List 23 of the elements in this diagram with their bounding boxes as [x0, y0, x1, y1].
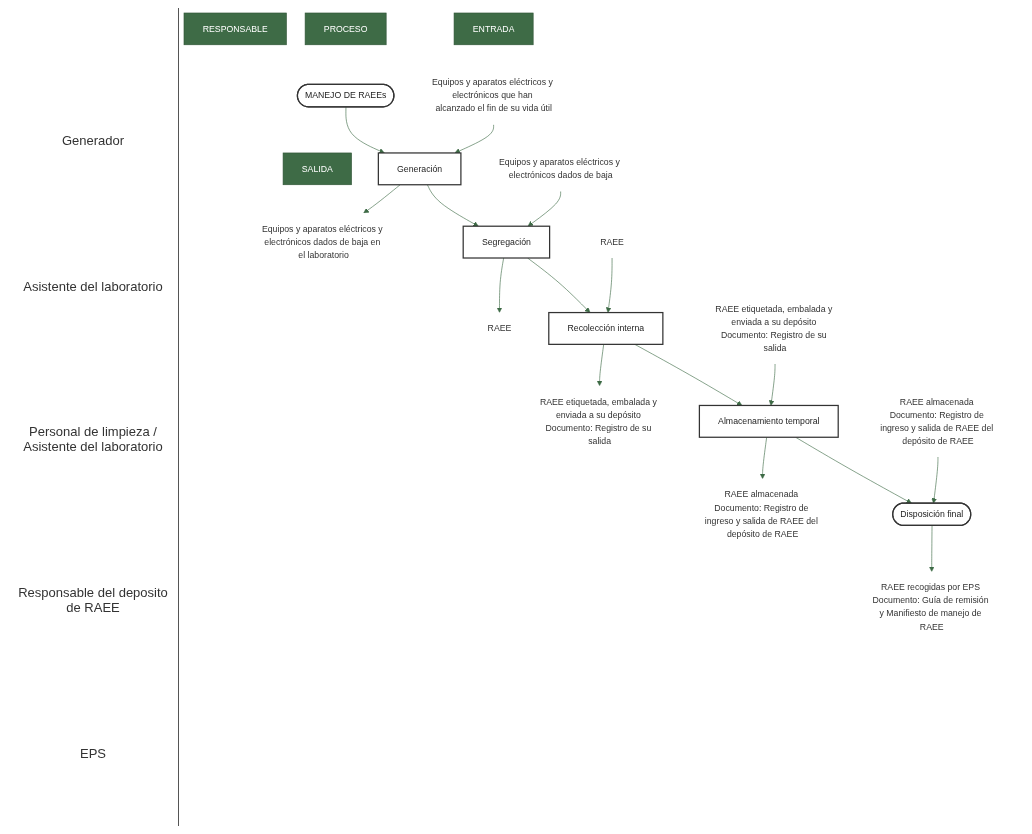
node-text: Equipos y aparatos eléctricos y electrónicos dados de baja	[499, 157, 620, 181]
node-box: ENTRADA	[453, 12, 534, 46]
node-box: Segregación	[462, 225, 551, 259]
node-box: Almacenamiento temporal	[698, 404, 839, 438]
role-label: Asistente del laboratorio	[22, 277, 164, 296]
node-text: RAEE almacenada Documento: Registro de ingreso y salida de RAEE del depósito de RAEE	[880, 396, 994, 446]
node-text: RAEE etiquetada, embalada y enviada a su depósito Documento: Registro de su salida	[539, 396, 657, 446]
role-label: Generador	[60, 132, 126, 151]
node-text: RAEE etiquetada, embalada y enviada a su depósito Documento: Registro de su salida	[715, 303, 833, 353]
node-text: RAEE recogidas por EPS Documento: Guía de remisión y Manifiesto de manejo de RAEE	[872, 582, 989, 632]
node-box: PROCESO	[304, 12, 387, 46]
node-box: SALIDA	[282, 152, 352, 186]
node-text: RAEE almacenada Documento: Registro de ingreso y salida de RAEE del depósito de RAEE	[704, 489, 818, 539]
role-label: Responsable del deposito de RAEE	[17, 584, 169, 618]
node-box: Recolección interna	[548, 311, 664, 345]
role-label: Personal de limpieza / Asistente del laboratorio	[22, 423, 164, 457]
node-text: RAEE	[600, 236, 624, 247]
role-label: EPS	[79, 744, 107, 763]
node-box: Generación	[377, 152, 462, 186]
node-text: Equipos y aparatos eléctricos y electrónicos dados de baja en el laboratorio	[261, 223, 383, 260]
node-text: RAEE	[487, 323, 512, 334]
node-box: RESPONSABLE	[183, 12, 287, 46]
node-text: Equipos y aparatos eléctricos y electrónicos que han alcanzado el fin de su vida útil	[432, 77, 553, 114]
